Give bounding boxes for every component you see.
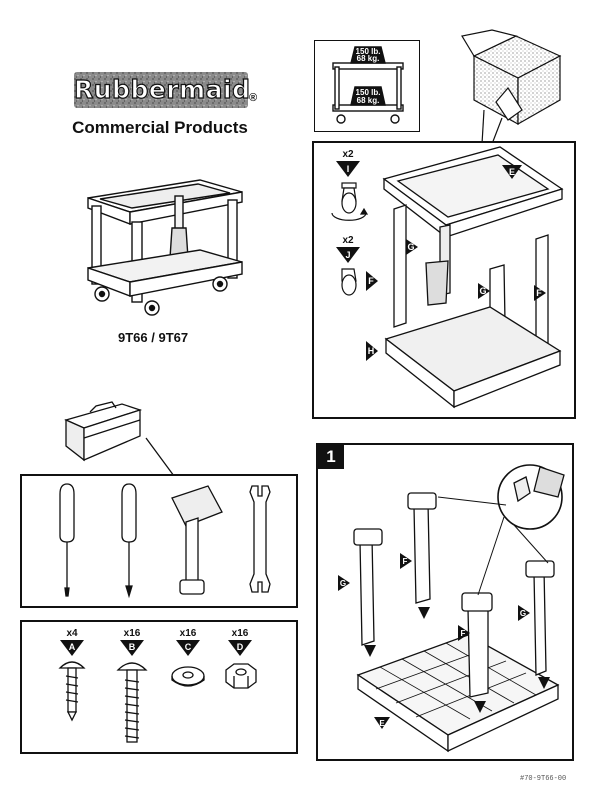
hardware-tag-A: A [69,642,76,652]
registered-mark: ® [249,92,258,104]
shipping-box-icon [461,29,562,145]
part-tag-G-back: G [407,242,414,252]
swivel-caster-icon [331,182,369,221]
hardware-tag-D: D [237,642,244,652]
hardware-tag-C: C [185,642,192,652]
step1-tag-E: E [379,719,385,728]
bottom-shelf-capacity-kg: 68 kg. [357,96,380,105]
step-1-diagram: G F F G E [338,464,565,753]
flat-screwdriver-icon [59,483,75,597]
parts-exploded-diagram: I J E F G G F H x2 x2 [331,146,564,409]
part-tag-H: H [368,346,375,356]
part-tag-F-right: F [536,288,542,298]
part-tag-G-front: G [479,286,486,296]
caster-fixed-qty: x2 [342,235,354,246]
hardware-qty-D: x16 [232,628,249,639]
brand-division: Commercial Products [72,118,248,137]
top-shelf-capacity-kg: 68 kg. [357,54,380,63]
rubber-mallet-icon [171,485,223,595]
caster-swivel-qty: x2 [342,149,354,160]
step-1-panel: G F F G E [316,443,574,761]
parts-panel: I J E F G G F H x2 x2 [312,141,576,419]
hex-nut-icon [225,663,257,689]
hardware-qty-A: x4 [66,628,78,639]
part-tag-E: E [509,167,515,177]
open-end-wrench-icon [249,485,271,593]
model-number: 9T66 / 9T67 [118,330,189,345]
hardware-diagram: A B C D x4 x16 x16 x16 [58,628,257,743]
fixed-caster-icon [341,268,357,296]
hardware-panel: A B C D x4 x16 x16 x16 [20,620,298,754]
phillips-screwdriver-icon [121,483,137,599]
hardware-tag-B: B [129,642,136,652]
short-screw-icon [58,661,86,722]
weight-capacity-panel: 150 lb. 68 kg. 150 lb. 68 kg. [314,40,420,132]
brand-name: Rubbermaid [73,74,251,104]
document-code: #70-9T66-00 [520,775,567,783]
bottom-shelf-capacity-lb: 150 lb. [356,88,381,97]
step1-tag-F-mid: F [403,557,408,566]
step-number-badge: 1 [318,445,344,469]
hardware-qty-C: x16 [180,628,197,639]
part-tag-J: J [345,250,350,260]
top-shelf-capacity-lb: 150 lb. [356,47,381,56]
hardware-qty-B: x16 [124,628,141,639]
brand-logo [74,72,248,108]
weight-capacity-diagram: 150 lb. 68 kg. 150 lb. 68 kg. [332,46,404,124]
long-bolt-icon [116,662,148,743]
step1-tag-G-right: G [520,609,526,618]
tools-diagram [59,483,271,599]
toolbox-icon [64,401,210,477]
step1-tag-F-center: F [461,629,466,638]
cart-illustration [87,179,243,316]
part-tag-I: I [347,164,350,174]
step1-tag-G-left: G [340,579,346,588]
part-tag-F-left: F [368,276,374,286]
tools-panel [20,474,298,608]
washer-icon [171,666,205,687]
